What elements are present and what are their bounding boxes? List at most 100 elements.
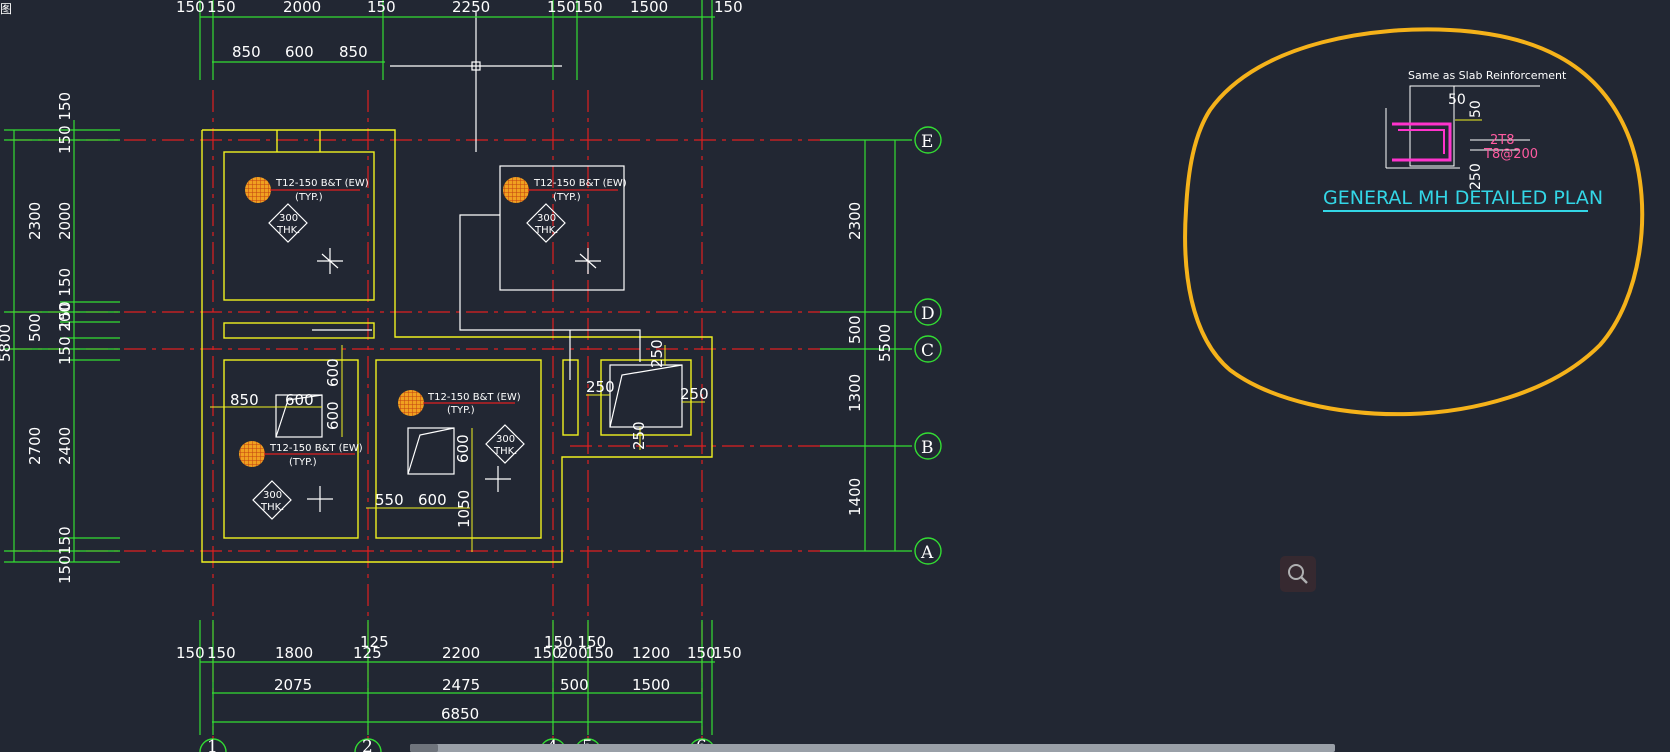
- svg-text:B: B: [921, 438, 934, 458]
- svg-text:550: 550: [375, 491, 404, 509]
- dim-bottom-5: 2200: [442, 644, 480, 662]
- dim-left-7: 150: [56, 526, 74, 555]
- rebar-typ-1: (TYP.): [295, 192, 323, 203]
- detail-dim-250: 250: [1468, 163, 1484, 190]
- dim-right-1: 2300: [846, 202, 864, 240]
- svg-text:THK.: THK.: [276, 225, 300, 236]
- detail-rebar-1: 2T8: [1490, 133, 1514, 148]
- dim-bottom-10: 150: [687, 644, 716, 662]
- top-dimensions: 150 150 2000 150 2250 150 150 1500 150 8…: [176, 0, 743, 61]
- dim-top2-2: 600: [285, 43, 314, 61]
- horizontal-scrollbar[interactable]: [410, 744, 1335, 752]
- svg-text:250: 250: [630, 421, 648, 450]
- rebar-marker-icon: [245, 177, 271, 203]
- dim-bottom-11: 150: [713, 644, 742, 662]
- svg-text:D: D: [921, 304, 935, 324]
- dim-bottom-1: 150: [176, 644, 205, 662]
- grid-bubble-B: B: [914, 432, 942, 460]
- dim-top-3: 2000: [283, 0, 321, 16]
- dim-bottom-7: 200: [559, 644, 588, 662]
- dim-bottom-6: 150: [533, 644, 562, 662]
- dim-right-4: 1400: [846, 478, 864, 516]
- svg-text:300: 300: [263, 490, 282, 501]
- dim-bottom-9: 1200: [632, 644, 670, 662]
- dim-bottom-8: 150: [585, 644, 614, 662]
- dim-bottom-150150: 150 150: [544, 633, 606, 651]
- wall-outlines: [201, 129, 713, 563]
- svg-text:850: 850: [230, 391, 259, 409]
- svg-text:A: A: [920, 543, 934, 563]
- bottom-dimensions: 150 150 1800 125 2200 150 200 150 1200 1…: [176, 633, 742, 723]
- dim-left-2: 2000: [56, 202, 74, 240]
- zoom-button[interactable]: [1280, 556, 1316, 592]
- dim-left-outer-3: 2700: [26, 427, 44, 465]
- svg-text:E: E: [921, 132, 933, 152]
- svg-text:600: 600: [418, 491, 447, 509]
- detail-note: Same as Slab Reinforcement: [1408, 69, 1567, 82]
- svg-text:THK.: THK.: [534, 225, 558, 236]
- dim-top2-3: 850: [339, 43, 368, 61]
- rebar-marker-icon: [503, 177, 529, 203]
- dim-top-4: 150: [367, 0, 396, 16]
- dim-left-3: 500: [26, 313, 44, 342]
- room-lines: [275, 12, 683, 512]
- detail-highlight: [1183, 27, 1645, 417]
- grid-bubble-D: D: [914, 298, 942, 326]
- dim-top-6: 150: [547, 0, 576, 16]
- dim-top-8: 1500: [630, 0, 668, 16]
- svg-text:1050: 1050: [455, 490, 473, 528]
- svg-text:600: 600: [324, 401, 342, 430]
- rebar-note-1: T12-150 B&T (EW): [275, 178, 369, 189]
- detail-rebar-2: T8@200: [1483, 147, 1538, 162]
- mh-detail-drawing: Same as Slab Reinforcement 50 50 250 2T8…: [1323, 69, 1603, 212]
- grid-bubble-1: 1: [199, 737, 227, 752]
- svg-text:300: 300: [496, 434, 515, 445]
- dim-top-1: 150: [176, 0, 205, 16]
- slab-thickness-tags: 300 THK. 300 THK. 300 THK. 300 THK.: [252, 203, 566, 520]
- grid-bubble-2: 2: [354, 737, 382, 752]
- svg-text:C: C: [921, 341, 934, 361]
- svg-text:THK.: THK.: [260, 502, 284, 513]
- detail-dim-50a: 50: [1448, 92, 1466, 108]
- dim-right-total: 5500: [876, 324, 894, 362]
- dim-left-1: 150 150: [56, 92, 74, 154]
- svg-text:600: 600: [454, 434, 472, 463]
- drawing-tab-label[interactable]: 图: [0, 2, 13, 16]
- grid-bubble-C: C: [914, 335, 942, 363]
- detail-dim-50b: 50: [1468, 100, 1484, 118]
- dim-right-3: 1300: [846, 374, 864, 412]
- svg-text:600: 600: [285, 391, 314, 409]
- dim-bottom-2: 150: [207, 644, 236, 662]
- dim-bottom-3: 1800: [275, 644, 313, 662]
- dim-bottom-4: 125: [353, 644, 382, 662]
- dim-bottom2-3: 500: [560, 676, 589, 694]
- dim-bottom-125: 125: [360, 633, 389, 651]
- dim-left-outer-1: 2300: [26, 202, 44, 240]
- dim-bottom2-2: 2475: [442, 676, 480, 694]
- rebar-note-2: T12-150 B&T (EW): [533, 178, 627, 189]
- magnifier-icon: [1288, 564, 1308, 584]
- rebar-typ-2: (TYP.): [553, 192, 581, 203]
- inner-dimensions: 850 600 600 600 550 600 1050 600 250 250…: [210, 339, 709, 552]
- svg-text:250: 250: [648, 339, 666, 368]
- svg-text:2: 2: [362, 737, 373, 752]
- scrollbar-grip[interactable]: [410, 744, 438, 752]
- grid-bubbles-rows[interactable]: E D C B A: [914, 126, 942, 565]
- svg-text:600: 600: [324, 358, 342, 387]
- dim-bottom2-4: 1500: [632, 676, 670, 694]
- dim-right-2: 500: [846, 315, 864, 344]
- svg-text:1: 1: [207, 737, 218, 752]
- detail-title: GENERAL MH DETAILED PLAN: [1323, 187, 1603, 209]
- rebar-typ-3: (TYP.): [447, 405, 475, 416]
- dim-left-6: 2400: [56, 427, 74, 465]
- rebar-marker-icon: [398, 390, 424, 416]
- rebar-annotations: T12-150 B&T (EW) (TYP.) T12-150 B&T (EW)…: [239, 177, 627, 468]
- dimension-lines: [4, 0, 912, 735]
- svg-text:250: 250: [586, 378, 615, 396]
- dim-left-4: 150 150: [56, 268, 74, 330]
- svg-text:300: 300: [279, 213, 298, 224]
- left-dimensions: 150 150 2000 500 150 150 150 200 2400 15…: [0, 92, 74, 584]
- dim-top-7: 150: [574, 0, 603, 16]
